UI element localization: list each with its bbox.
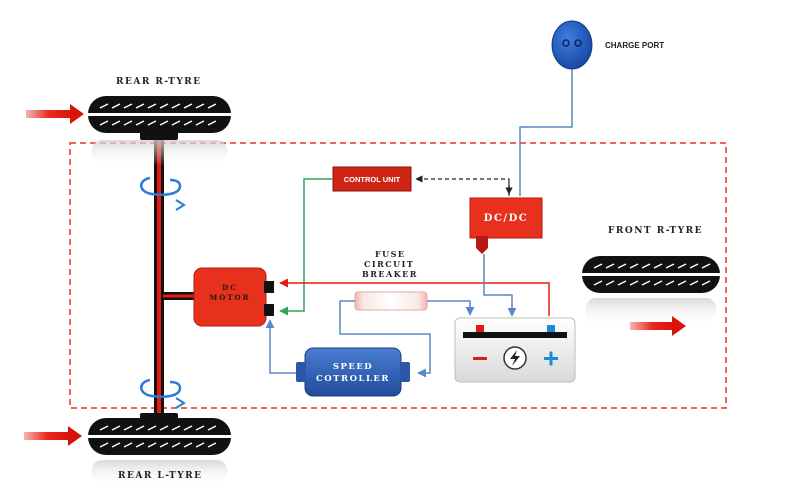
wire-control-to-dcdc bbox=[415, 175, 510, 196]
rear-left-tyre-label: REAR L-TYRE bbox=[118, 471, 203, 481]
speed-controller-label-line2: COTROLLER bbox=[316, 373, 390, 384]
direction-arrow-icon bbox=[26, 104, 84, 124]
charge-port-label: CHARGE PORT bbox=[605, 41, 665, 50]
front-right-tyre-reflection bbox=[586, 298, 716, 326]
fuse-label-line2: CIRCUIT bbox=[364, 259, 415, 269]
control-unit bbox=[332, 166, 412, 192]
speed-controller bbox=[296, 347, 410, 397]
control-unit-label: CONTROL UNIT bbox=[343, 174, 401, 184]
fuse-label-line1: FUSE bbox=[375, 249, 406, 259]
wire-fuse-to-battery bbox=[427, 300, 475, 316]
dc-dc-label: DC/DC bbox=[483, 212, 529, 224]
rear-axle bbox=[154, 130, 164, 420]
plus-terminal-icon bbox=[476, 325, 484, 332]
rear-left-tyre-reflection bbox=[92, 460, 227, 486]
battery bbox=[454, 317, 576, 383]
fuse-circuit-breaker bbox=[354, 291, 428, 311]
dc-motor-label-line1: DC bbox=[222, 282, 238, 292]
wire-control-to-motor bbox=[279, 178, 333, 316]
direction-arrow-icon bbox=[630, 316, 686, 336]
front-right-tyre bbox=[582, 256, 720, 293]
direction-arrow-icon bbox=[24, 426, 82, 446]
wire-fuse-to-speed bbox=[339, 300, 431, 378]
rear-right-tyre-reflection bbox=[92, 140, 227, 166]
wire-speed-to-motor bbox=[265, 319, 298, 374]
wire-charge-to-dcdc bbox=[519, 69, 573, 196]
charge-port bbox=[551, 20, 593, 70]
fuse-label-line3: BREAKER bbox=[362, 269, 418, 279]
lightning-icon bbox=[503, 346, 527, 370]
dc-motor bbox=[193, 267, 274, 327]
minus-terminal-icon bbox=[547, 325, 555, 332]
rotation-arrow-icon bbox=[140, 378, 186, 409]
dc-dc-converter bbox=[469, 197, 543, 254]
rear-right-tyre bbox=[88, 96, 231, 140]
motor-shaft bbox=[163, 292, 195, 300]
dc-motor-label-line2: MOTOR bbox=[209, 292, 251, 302]
rear-right-tyre-label: REAR R-TYRE bbox=[116, 77, 202, 87]
wire-battery-to-motor bbox=[279, 278, 550, 316]
front-right-tyre-label: FRONT R-TYRE bbox=[608, 226, 703, 236]
rotation-arrow-icon bbox=[140, 176, 186, 211]
wire-dcdc-to-battery bbox=[483, 254, 517, 317]
rear-left-tyre bbox=[88, 413, 231, 455]
speed-controller-label-line1: SPEED bbox=[332, 361, 374, 372]
